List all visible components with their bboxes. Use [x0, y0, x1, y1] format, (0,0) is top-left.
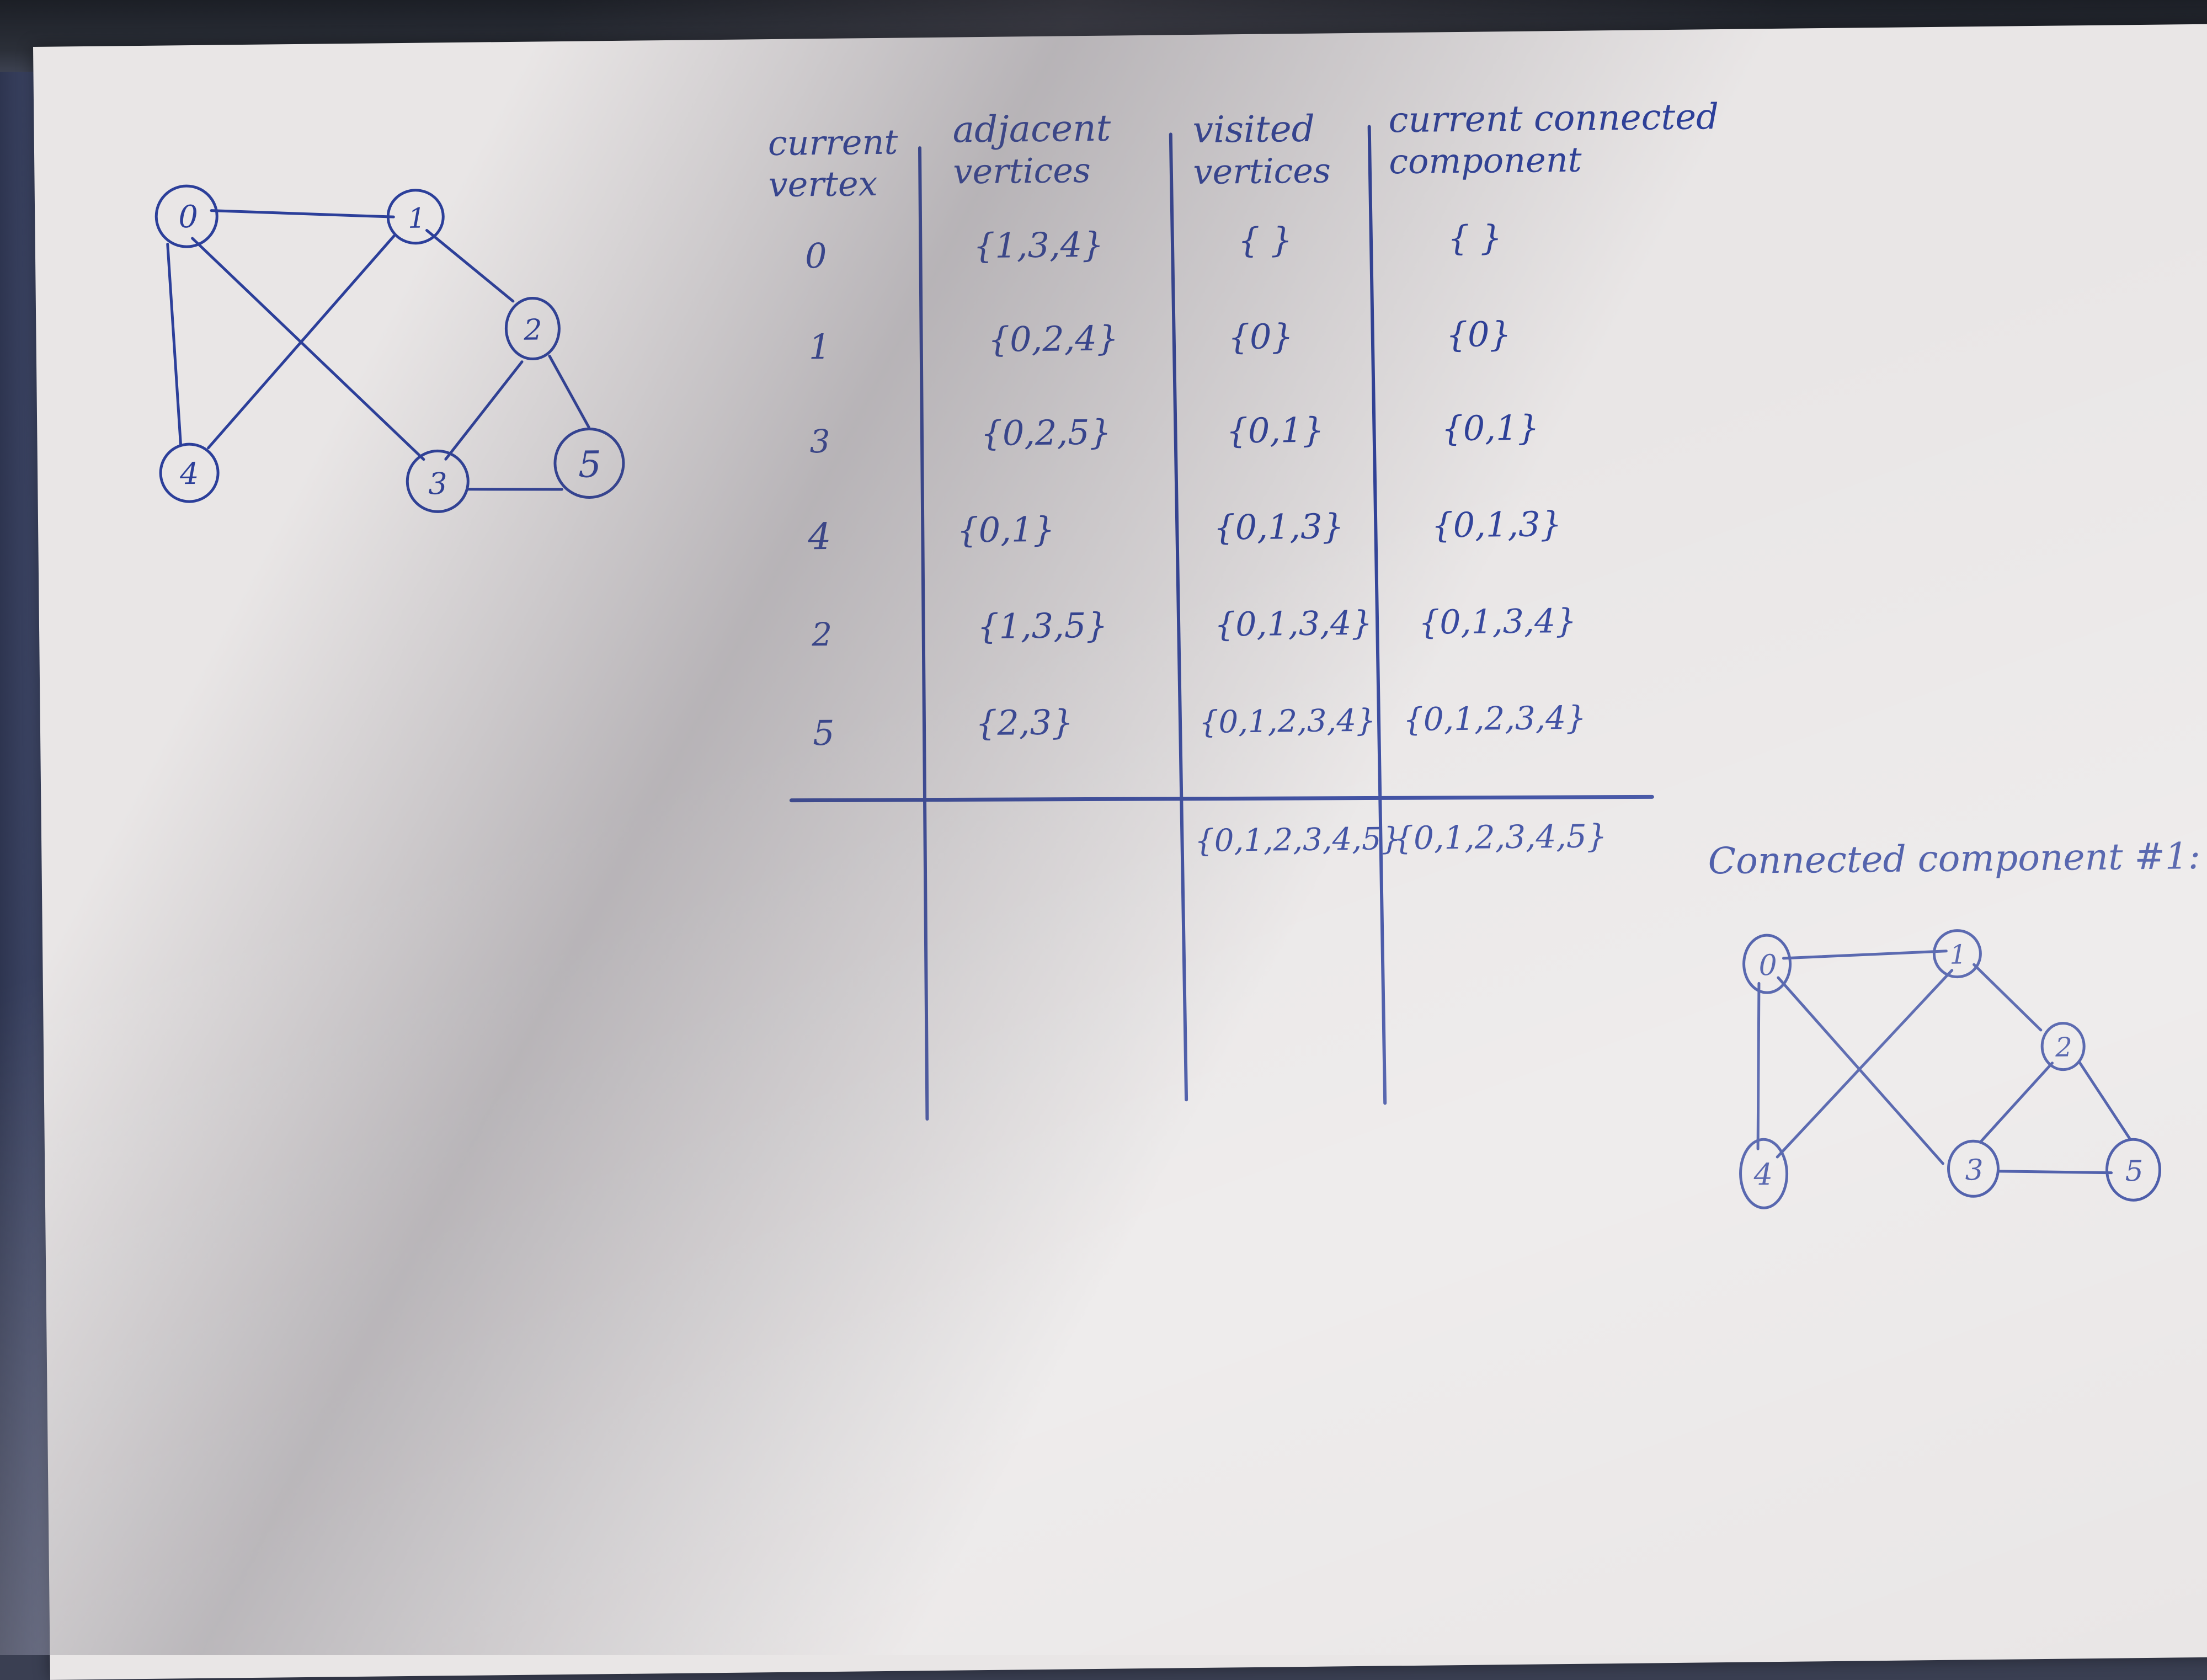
- row-2-component: {0,1}: [1441, 407, 1539, 449]
- svg-text:5: 5: [2125, 1155, 2144, 1188]
- row-1-adjacent: {0,2,4}: [988, 318, 1118, 359]
- edge-r-0-3: [1777, 976, 1944, 1165]
- final-component: {0,1,2,3,4,5}: [1393, 817, 1607, 857]
- graph-left: 0 1 2 4 3 5: [154, 184, 625, 513]
- header-component: component: [1389, 140, 1582, 182]
- table-divider-2: [1169, 132, 1188, 1102]
- row-1-vertex: 1: [808, 327, 830, 367]
- edge-r-3-5: [1997, 1170, 2113, 1175]
- node-2: 2: [504, 297, 561, 361]
- header-current: current: [768, 122, 898, 163]
- svg-text:0: 0: [1758, 949, 1777, 982]
- edge-2-5: [548, 354, 590, 429]
- table-baseline: [789, 794, 1654, 803]
- edge-r-2-5: [2078, 1061, 2132, 1141]
- row-1-visited: {0}: [1228, 316, 1293, 357]
- row-0-component: { }: [1447, 217, 1502, 258]
- row-0-vertex: 0: [805, 236, 827, 276]
- node-r-1: 1: [1932, 929, 1982, 979]
- edge-1-2: [425, 229, 515, 303]
- row-5-component: {0,1,2,3,4}: [1403, 699, 1587, 738]
- header-current-connected: current connected: [1388, 97, 1719, 141]
- header-vertices-1: vertices: [953, 150, 1091, 192]
- node-3: 3: [406, 449, 470, 513]
- table-divider-1: [918, 146, 929, 1121]
- edge-0-3: [191, 237, 425, 461]
- row-2-adjacent: {0,2,5}: [980, 412, 1111, 454]
- bfs-table: current vertex adjacent vertices visited…: [768, 97, 1719, 1121]
- node-1: 1: [386, 189, 445, 245]
- row-1-component: {0}: [1446, 314, 1511, 355]
- edge-2-3: [444, 360, 524, 461]
- svg-text:2: 2: [2055, 1032, 2072, 1063]
- node-r-2: 2: [2040, 1022, 2086, 1071]
- edge-0-1: [210, 209, 395, 218]
- table-divider-3: [1367, 125, 1387, 1105]
- edge-r-0-4: [1756, 982, 1761, 1150]
- edge-r-1-4: [1776, 969, 1954, 1159]
- row-4-adjacent: {1,3,5}: [977, 605, 1108, 647]
- svg-text:5: 5: [578, 443, 602, 486]
- connected-component-caption: Connected component #1:: [1708, 835, 2200, 882]
- edge-0-4: [166, 242, 183, 447]
- node-5: 5: [553, 427, 625, 499]
- row-3-adjacent: {0,1}: [957, 509, 1055, 551]
- edge-r-0-1: [1782, 950, 1948, 960]
- svg-text:4: 4: [179, 456, 199, 491]
- row-4-visited: {0,1,3,4}: [1214, 604, 1373, 644]
- edge-r-2-3: [1980, 1062, 2054, 1143]
- svg-text:3: 3: [428, 466, 447, 501]
- svg-text:3: 3: [1965, 1154, 1984, 1187]
- header-visited: visited: [1192, 108, 1315, 151]
- row-2-vertex: 3: [809, 423, 830, 460]
- row-4-component: {0,1,3,4}: [1419, 602, 1577, 642]
- node-4: 4: [159, 442, 220, 503]
- final-visited: {0,1,2,3,4,5}: [1195, 821, 1401, 859]
- header-vertices-2: vertices: [1193, 150, 1331, 192]
- svg-text:1: 1: [1949, 939, 1966, 970]
- row-5-vertex: 5: [813, 713, 835, 753]
- node-r-3: 3: [1947, 1139, 2000, 1198]
- row-0-visited: { }: [1238, 220, 1292, 260]
- header-vertex: vertex: [768, 163, 878, 205]
- edge-1-4: [207, 234, 396, 450]
- node-r-5: 5: [2105, 1138, 2162, 1202]
- row-3-visited: {0,1,3}: [1213, 506, 1344, 547]
- paper-sheet: 0 1 2 4 3 5: [33, 24, 2207, 1680]
- row-0-adjacent: {1,3,4}: [973, 225, 1104, 266]
- svg-text:0: 0: [178, 199, 198, 235]
- header-adjacent: adjacent: [952, 107, 1111, 151]
- node-r-4: 4: [1739, 1138, 1789, 1209]
- row-5-adjacent: {2,3}: [975, 702, 1074, 743]
- node-0: 0: [154, 184, 218, 248]
- row-3-component: {0,1,3}: [1431, 504, 1562, 545]
- row-4-vertex: 2: [811, 616, 833, 653]
- row-5-visited: {0,1,2,3,4}: [1199, 703, 1376, 740]
- row-3-vertex: 4: [807, 515, 831, 558]
- graph-right: 0 1 2 4 3 5: [1739, 929, 2162, 1209]
- edge-r-1-2: [1973, 963, 2043, 1032]
- svg-text:1: 1: [408, 202, 425, 234]
- svg-text:2: 2: [523, 313, 542, 346]
- svg-text:4: 4: [1753, 1157, 1773, 1192]
- edge-3-5: [466, 488, 563, 491]
- row-2-visited: {0,1}: [1226, 410, 1324, 451]
- node-r-0: 0: [1742, 934, 1792, 994]
- handwriting-layer: 0 1 2 4 3 5: [154, 97, 2200, 1209]
